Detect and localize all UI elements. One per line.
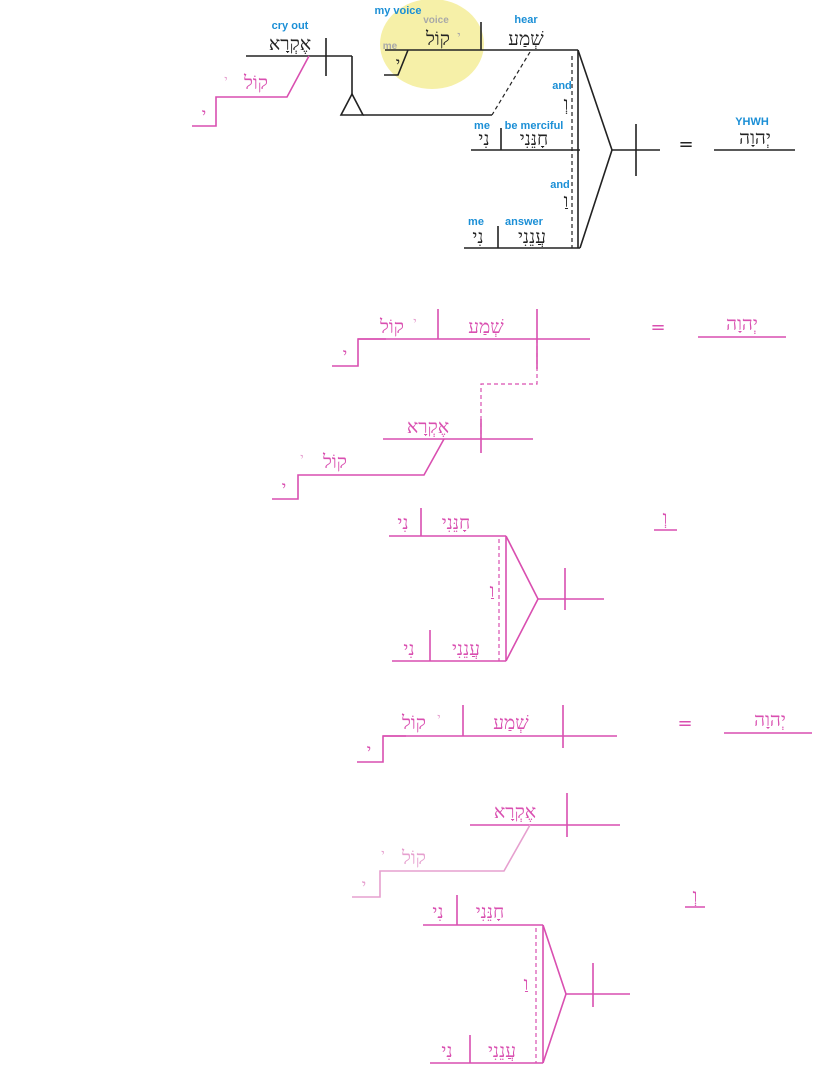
diagram-4-object-line bbox=[352, 824, 531, 898]
word-ni-2: נִי bbox=[441, 1040, 452, 1062]
word-suffix-yod-embedded-faded: י bbox=[300, 451, 303, 466]
gloss-hear: hear bbox=[514, 14, 538, 26]
word-ekra: אֶקְרָא bbox=[407, 416, 449, 438]
word-suffix-yod-faded: י bbox=[437, 711, 440, 726]
diagram-1-lines bbox=[246, 22, 795, 249]
gloss-me-voice: me bbox=[383, 41, 398, 52]
ekra-object-line bbox=[192, 55, 310, 127]
gloss-yhwh: YHWH bbox=[735, 116, 769, 128]
word-yhwh: יְהוָה bbox=[739, 127, 771, 149]
word-yhwh: יְהוָה bbox=[754, 709, 786, 731]
word-qol: קוֹל bbox=[379, 316, 404, 338]
gloss-my-voice: my voice bbox=[374, 5, 421, 17]
gloss-me-1: me bbox=[474, 120, 490, 132]
word-aneni: עֲנֵנִי bbox=[518, 226, 546, 248]
gloss-and-2: and bbox=[550, 179, 570, 191]
word-suffix-yod: י bbox=[367, 741, 371, 761]
word-shema: שְׁמַע bbox=[493, 712, 529, 734]
word-suffix-yod-faded: י bbox=[413, 315, 416, 330]
word-vav: וְ bbox=[693, 885, 698, 907]
gloss-voice: voice bbox=[423, 15, 449, 26]
word-vav: וְ bbox=[663, 507, 668, 529]
word-suffix-yod-embedded-faded: י bbox=[224, 73, 227, 88]
word-yhwh: יְהוָה bbox=[726, 313, 758, 335]
diagram-2-lines bbox=[272, 309, 786, 500]
word-ni-1: נִי bbox=[432, 901, 443, 923]
word-qol-embedded: קוֹל bbox=[322, 451, 347, 473]
gloss-be-merciful: be merciful bbox=[505, 120, 564, 132]
word-suffix-yod-embedded-faded: י bbox=[381, 847, 384, 862]
word-ekra: אֶקְרָא bbox=[494, 801, 536, 823]
word-vav-inner: וַ bbox=[524, 973, 529, 995]
diagram-2-dashed-link bbox=[480, 339, 538, 439]
word-suffix-yod-embedded: י bbox=[202, 105, 206, 125]
word-shema: שְׁמַע bbox=[508, 28, 544, 50]
equals-sign: = bbox=[678, 134, 693, 155]
word-suffix-yod-embedded: י bbox=[282, 478, 286, 498]
equals-sign: = bbox=[677, 713, 692, 734]
voice-highlight bbox=[380, 0, 484, 89]
word-chonneni: חָנֵּנִי bbox=[476, 901, 505, 923]
diagram-1: cry out my voice voice me hear and me be… bbox=[192, 0, 795, 249]
word-ni-1: נִי bbox=[397, 512, 408, 534]
word-suffix-yod-faded: י bbox=[457, 29, 460, 44]
word-vav-2: וַ bbox=[564, 190, 569, 212]
diagram-2: קוֹל י י שְׁמַע = יְהוָה אֶקְרָא קוֹל י … bbox=[272, 309, 786, 500]
word-qol-embedded: קוֹל bbox=[243, 72, 268, 94]
word-chonneni: חָנֵּנִי bbox=[520, 128, 549, 150]
word-ni-2: נִי bbox=[403, 638, 414, 660]
gloss-me-2: me bbox=[468, 216, 484, 228]
word-vav-1: וְ bbox=[564, 93, 569, 115]
diagram-4-lines bbox=[357, 705, 812, 1064]
word-vav-inner: וַ bbox=[490, 580, 495, 602]
diagram-3-lines bbox=[389, 508, 604, 662]
gloss-cry-out: cry out bbox=[272, 20, 309, 32]
equals-sign: = bbox=[650, 317, 665, 338]
gloss-answer: answer bbox=[505, 216, 544, 228]
word-ekra: אֶקְרָא bbox=[269, 33, 311, 55]
word-suffix-yod: י bbox=[396, 54, 400, 74]
word-aneni: עֲנֵנִי bbox=[452, 638, 480, 660]
word-qol-embedded: קוֹל bbox=[401, 847, 426, 869]
diagram-3: נִי חָנֵּנִי וַ נִי עֲנֵנִי וְ bbox=[389, 507, 677, 662]
word-qol: קוֹל bbox=[401, 712, 426, 734]
diagram-4: קוֹל י י שְׁמַע = יְהוָה אֶקְרָא קוֹל י … bbox=[352, 705, 812, 1064]
word-ni-2: נִי bbox=[472, 226, 483, 248]
word-shema: שְׁמַע bbox=[468, 316, 504, 338]
word-suffix-yod-embedded: י bbox=[362, 876, 366, 896]
word-suffix-yod: י bbox=[343, 345, 347, 365]
word-aneni: עֲנֵנִי bbox=[488, 1040, 516, 1062]
gloss-and-1: and bbox=[552, 80, 572, 92]
word-qol: קוֹל bbox=[425, 28, 450, 50]
word-ni-1: נִי bbox=[478, 128, 489, 150]
word-chonneni: חָנֵּנִי bbox=[442, 512, 471, 534]
diagram-1-dashes bbox=[491, 51, 573, 248]
